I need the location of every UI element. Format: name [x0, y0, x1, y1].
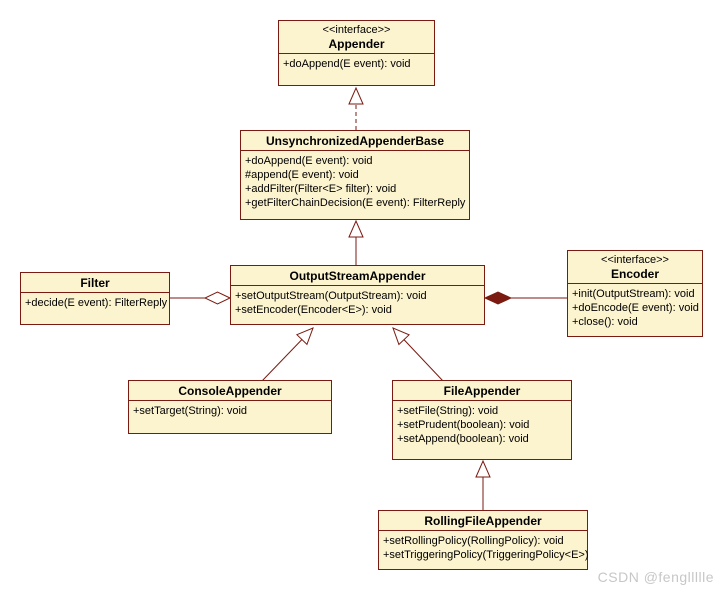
class-encoder-header: <<interface>> Encoder: [568, 251, 702, 284]
class-filter-name: Filter: [80, 276, 110, 290]
class-unsynchronizedappenderbase-name: UnsynchronizedAppenderBase: [265, 134, 445, 148]
class-consoleappender: ConsoleAppender +setTarget(String): void: [128, 380, 332, 434]
method-signature: +setAppend(boolean): void: [397, 433, 529, 445]
class-appender-header: <<interface>> Appender: [279, 21, 434, 54]
method-signature: +setFile(String): void: [397, 405, 499, 417]
class-consoleappender-methods: +setTarget(String): void: [129, 401, 331, 433]
class-rollingfileappender-methods: +setRollingPolicy(RollingPolicy): void +s…: [379, 531, 589, 569]
method-signature: +setEncoder(Encoder<E>): void: [235, 304, 392, 316]
method-signature: +setRollingPolicy(RollingPolicy): void: [383, 535, 564, 547]
class-encoder: <<interface>> Encoder +init(OutputStream…: [567, 250, 703, 337]
generalization-arrow-consoleappender-to-outputstreamappender: [261, 327, 314, 382]
class-outputstreamappender-header: OutputStreamAppender: [231, 266, 484, 286]
class-rollingfileappender: RollingFileAppender +setRollingPolicy(Ro…: [378, 510, 589, 570]
class-appender: <<interface>> Appender +doAppend(E event…: [278, 20, 435, 86]
method-signature: +setPrudent(boolean): void: [397, 419, 530, 431]
method-signature: +addFilter(Filter<E> filter): void: [245, 183, 397, 195]
class-fileappender: FileAppender +setFile(String): void +setP…: [392, 380, 572, 460]
method-signature: +getFilterChainDecision(E event): Filter…: [245, 197, 466, 209]
method-signature: +doEncode(E event): void: [572, 302, 699, 314]
class-filter-header: Filter: [21, 273, 169, 293]
composition-link-outputstreamappender-encoder: [483, 291, 567, 305]
class-unsynchronizedappenderbase-methods: +doAppend(E event): void #append(E event)…: [241, 151, 469, 219]
method-signature: +doAppend(E event): void: [245, 155, 373, 167]
class-encoder-stereotype: <<interface>>: [601, 254, 669, 266]
class-unsynchronizedappenderbase-header: UnsynchronizedAppenderBase: [241, 131, 469, 151]
method-signature: +init(OutputStream): void: [572, 288, 695, 300]
method-signature: +close(): void: [572, 316, 638, 328]
class-unsynchronizedappenderbase: UnsynchronizedAppenderBase +doAppend(E e…: [240, 130, 470, 220]
class-encoder-name: Encoder: [610, 267, 659, 281]
class-appender-methods: +doAppend(E event): void: [279, 54, 434, 85]
class-encoder-methods: +init(OutputStream): void +doEncode(E eve…: [568, 284, 702, 336]
method-signature: +setTarget(String): void: [133, 405, 248, 417]
class-outputstreamappender-methods: +setOutputStream(OutputStream): void +set…: [231, 286, 484, 324]
class-filter: Filter +decide(E event): FilterReply: [20, 272, 170, 325]
aggregation-link-outputstreamappender-filter: [170, 291, 232, 305]
class-fileappender-methods: +setFile(String): void +setPrudent(boolea…: [393, 401, 571, 459]
method-signature: +setTriggeringPolicy(TriggeringPolicy<E>…: [383, 549, 589, 561]
class-filter-methods: +decide(E event): FilterReply: [21, 293, 169, 324]
class-consoleappender-header: ConsoleAppender: [129, 381, 331, 401]
class-fileappender-header: FileAppender: [393, 381, 571, 401]
method-signature: +doAppend(E event): void: [283, 58, 411, 70]
class-appender-name: Appender: [328, 37, 385, 51]
method-signature: #append(E event): void: [245, 169, 359, 181]
csdn-watermark: CSDN @fengllllle: [597, 569, 714, 585]
generalization-arrow-fileappender-to-outputstreamappender: [392, 327, 444, 382]
class-rollingfileappender-name: RollingFileAppender: [424, 514, 542, 528]
class-fileappender-name: FileAppender: [443, 384, 521, 398]
method-signature: +setOutputStream(OutputStream): void: [235, 290, 427, 302]
method-signature: +decide(E event): FilterReply: [25, 297, 168, 309]
class-consoleappender-name: ConsoleAppender: [178, 384, 282, 398]
class-appender-stereotype: <<interface>>: [322, 24, 391, 36]
class-rollingfileappender-header: RollingFileAppender: [379, 511, 587, 531]
class-outputstreamappender: OutputStreamAppender +setOutputStream(Ou…: [230, 265, 485, 325]
class-outputstreamappender-name: OutputStreamAppender: [289, 269, 426, 283]
